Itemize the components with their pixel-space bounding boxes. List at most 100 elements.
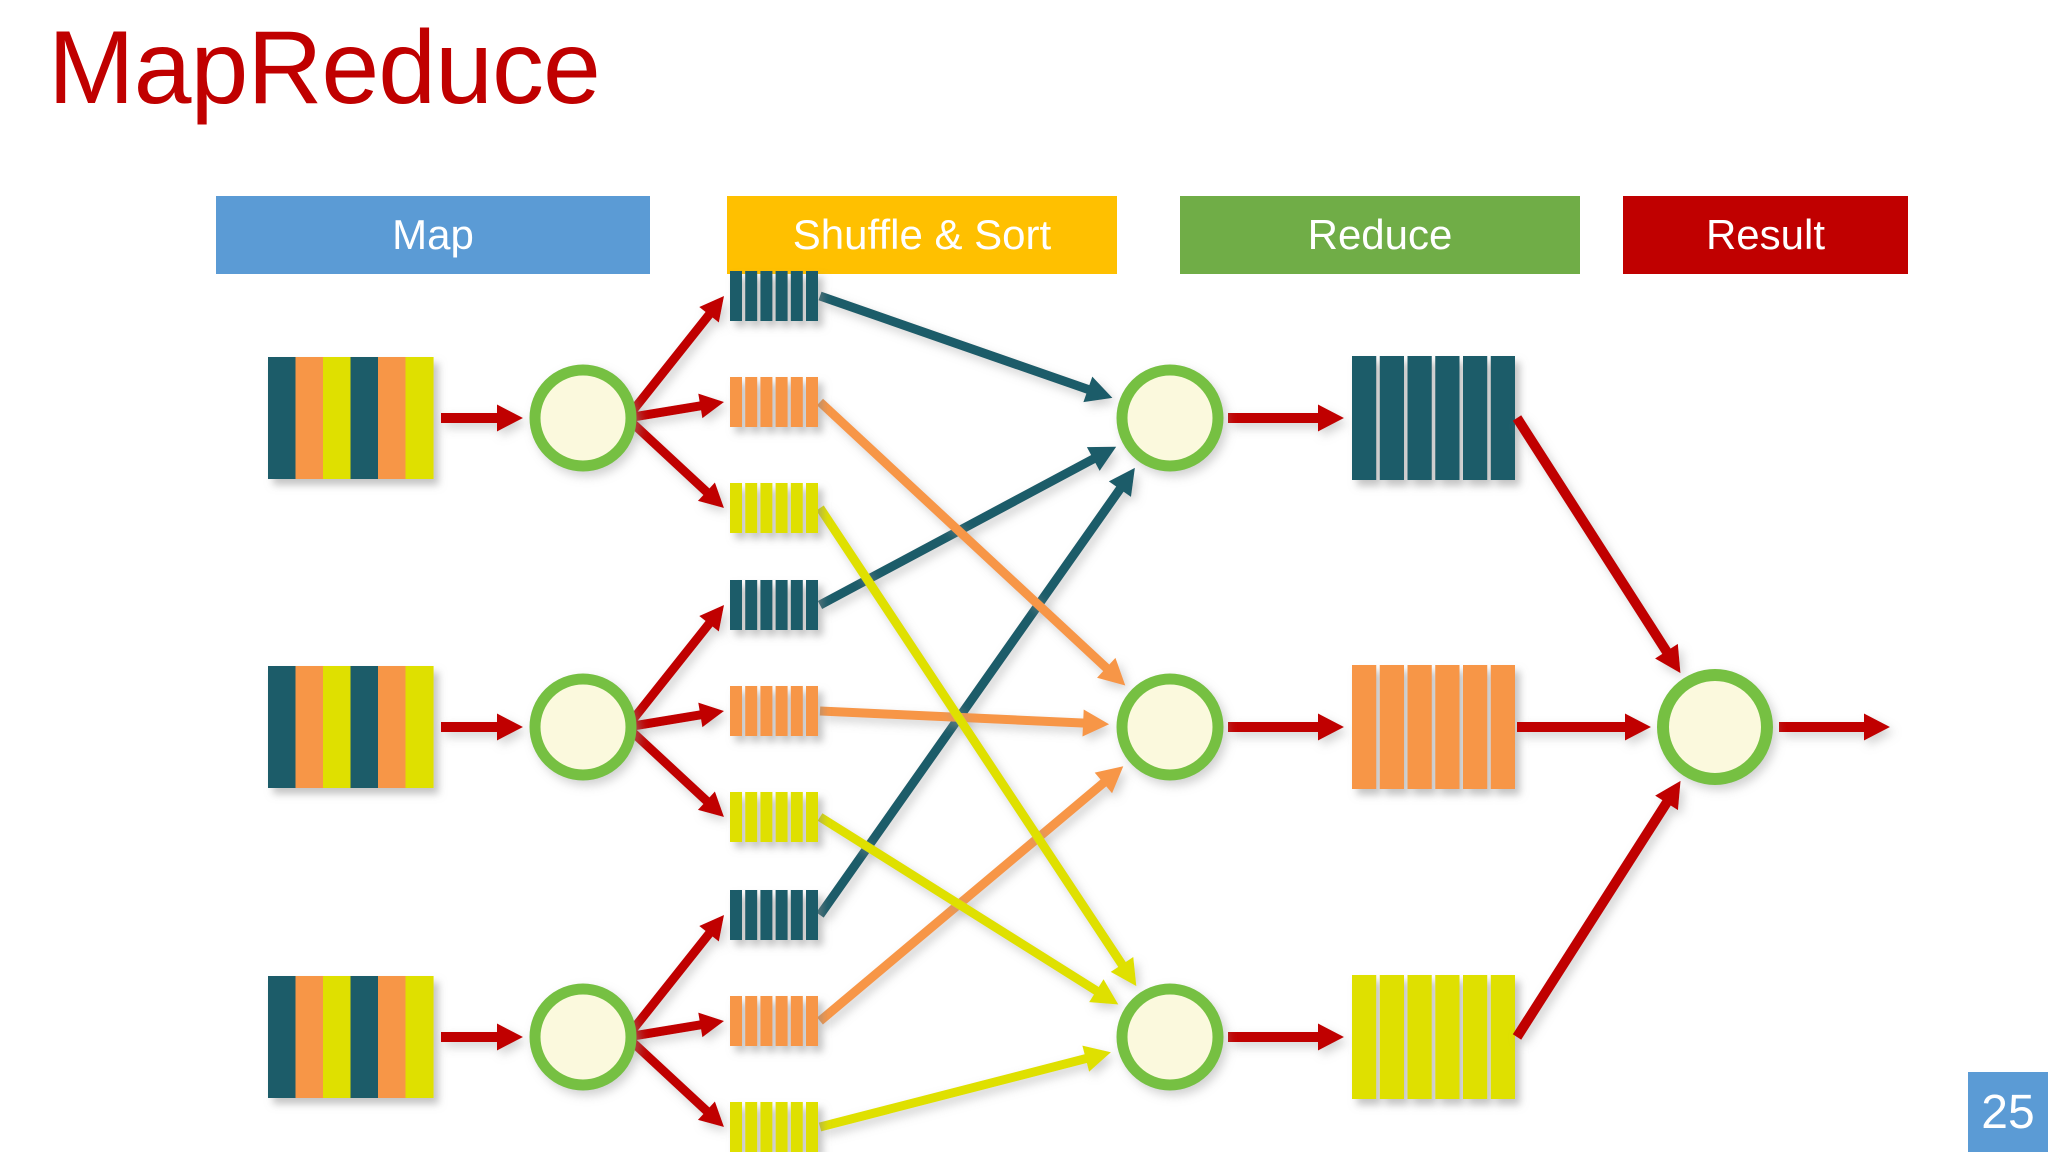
- process-nodes-group: [529, 364, 1773, 1091]
- intermediate-stripe: [745, 377, 758, 427]
- reducer-yellow-circle[interactable]: [1116, 983, 1224, 1091]
- arrow-mapper-1-to-inter-1-orange-shaft: [626, 401, 704, 423]
- intermediate-stripe: [775, 996, 788, 1046]
- page-title: MapReduce: [48, 10, 601, 126]
- intermediate-stripe: [745, 580, 758, 630]
- reducer-orange-circle[interactable]: [1116, 673, 1224, 781]
- arrow-mapper-3-to-inter-3-orange: [626, 1012, 724, 1042]
- shuffle-edge-inter-2-teal-to-reducer-teal-head: [1086, 446, 1117, 471]
- input-stripe: [405, 666, 434, 788]
- intermediate-stripe: [806, 580, 818, 630]
- arrow-mapper-1-to-inter-1-teal: [623, 296, 724, 421]
- output-stripe: [1490, 665, 1515, 789]
- intermediate-stripe: [775, 1102, 788, 1152]
- input-stripe: [405, 976, 434, 1098]
- intermediate-stripe: [730, 792, 742, 842]
- output-stripe: [1490, 975, 1515, 1099]
- reducer-yellow[interactable]: [1116, 983, 1224, 1091]
- arrow-reducer-to-output-teal-head: [1318, 404, 1344, 432]
- reducer-orange[interactable]: [1116, 673, 1224, 781]
- arrow-mapper-3-to-inter-3-orange-head: [698, 1012, 724, 1038]
- shuffle-edge-inter-3-orange-to-reducer-orange-head: [1094, 766, 1124, 794]
- intermediate-stripe: [790, 996, 803, 1046]
- arrow-mapper-1-to-inter-1-orange-head: [698, 393, 724, 419]
- shuffle-edge-inter-2-yellow-to-reducer-yellow-head: [1089, 979, 1119, 1005]
- shuffle-edge-inter-3-teal-to-reducer-teal-shaft: [816, 484, 1125, 918]
- arrow-mapper-2-to-inter-2-orange-shaft: [626, 710, 704, 732]
- shuffle-edge-inter-1-yellow-to-reducer-yellow-head: [1110, 956, 1137, 987]
- phase-bar-reduce: Reduce: [1180, 196, 1580, 274]
- page-number-badge: 25: [1968, 1072, 2048, 1152]
- inter-1-teal: [730, 271, 818, 321]
- shuffle-edge-inter-3-yellow-to-reducer-yellow-head: [1082, 1045, 1111, 1072]
- arrow-output-teal-to-result: [1512, 415, 1681, 674]
- intermediate-stripe: [775, 792, 788, 842]
- mapper-3[interactable]: [529, 983, 637, 1091]
- split-1: [268, 357, 434, 479]
- intermediate-stripe: [806, 996, 818, 1046]
- output-stripe: [1435, 356, 1460, 480]
- mapper-2[interactable]: [529, 673, 637, 781]
- intermediate-stripe: [730, 483, 742, 533]
- intermediate-stripe: [775, 483, 788, 533]
- intermediate-stripe: [730, 580, 742, 630]
- intermediate-stripe: [730, 890, 742, 940]
- intermediate-stripe: [806, 271, 818, 321]
- input-stripe: [350, 357, 379, 479]
- arrow-output-orange-to-result: [1517, 713, 1651, 741]
- reducer-to-output-arrows: [1228, 404, 1344, 1051]
- output-stripe: [1352, 975, 1377, 1099]
- inter-2-yellow: [730, 792, 818, 842]
- mapper-3-circle[interactable]: [529, 983, 637, 1091]
- input-stripe: [268, 666, 297, 788]
- output-orange: [1352, 665, 1515, 789]
- arrow-reducer-to-output-yellow-head: [1318, 1023, 1344, 1051]
- arrow-mapper-2-to-inter-2-yellow-head: [697, 791, 724, 817]
- arrow-split-to-mapper-3-head: [497, 1023, 523, 1051]
- phase-bar-shuffle: Shuffle & Sort: [727, 196, 1117, 274]
- mapper-1-circle[interactable]: [529, 364, 637, 472]
- mapper-2-circle[interactable]: [529, 673, 637, 781]
- input-stripe: [295, 666, 324, 788]
- intermediate-stripe: [730, 377, 742, 427]
- output-stripe: [1352, 356, 1377, 480]
- arrow-result-output-head: [1864, 713, 1890, 741]
- intermediate-stripe: [790, 890, 803, 940]
- arrow-mapper-3-to-inter-3-teal-shaft: [623, 929, 714, 1040]
- arrow-mapper-2-to-inter-2-teal-shaft: [623, 619, 714, 730]
- arrow-mapper-3-to-inter-3-yellow: [623, 1033, 724, 1127]
- input-stripe: [268, 976, 297, 1098]
- intermediate-stripe: [760, 792, 773, 842]
- arrow-output-yellow-to-result-shaft: [1512, 798, 1672, 1040]
- intermediate-stripe: [806, 890, 818, 940]
- reducer-teal-circle[interactable]: [1116, 364, 1224, 472]
- intermediate-stripe: [760, 580, 773, 630]
- reducer-teal[interactable]: [1116, 364, 1224, 472]
- shuffle-edge-inter-1-orange-to-reducer-orange: [816, 398, 1126, 686]
- phase-bar-result: Result: [1623, 196, 1908, 274]
- intermediate-stripe: [760, 996, 773, 1046]
- intermediate-stripe: [806, 686, 818, 736]
- output-to-result-arrows: [1512, 415, 1890, 1040]
- output-stripe: [1407, 975, 1432, 1099]
- result-node-circle[interactable]: [1657, 669, 1773, 785]
- output-stripe: [1379, 356, 1404, 480]
- intermediate-stripe: [760, 483, 773, 533]
- intermediate-stripe: [790, 1102, 803, 1152]
- arrow-mapper-3-to-inter-3-orange-shaft: [626, 1020, 704, 1042]
- shuffle-edge-inter-2-orange-to-reducer-orange: [819, 706, 1110, 737]
- intermediate-stripe: [760, 1102, 773, 1152]
- inter-2-teal: [730, 580, 818, 630]
- intermediate-stripe: [760, 890, 773, 940]
- arrow-mapper-2-to-inter-2-orange: [626, 702, 724, 732]
- intermediate-stripe: [730, 686, 742, 736]
- arrow-split-to-mapper-3: [441, 1023, 523, 1051]
- mapper-1[interactable]: [529, 364, 637, 472]
- intermediate-stripe: [790, 271, 803, 321]
- input-stripe: [350, 666, 379, 788]
- result-node[interactable]: [1657, 669, 1773, 785]
- output-stripe: [1490, 356, 1515, 480]
- shuffle-edge-inter-3-yellow-to-reducer-yellow-shaft: [818, 1053, 1089, 1132]
- shuffle-edge-inter-3-yellow-to-reducer-yellow: [818, 1045, 1111, 1132]
- input-to-mapper-arrows: [441, 404, 523, 1051]
